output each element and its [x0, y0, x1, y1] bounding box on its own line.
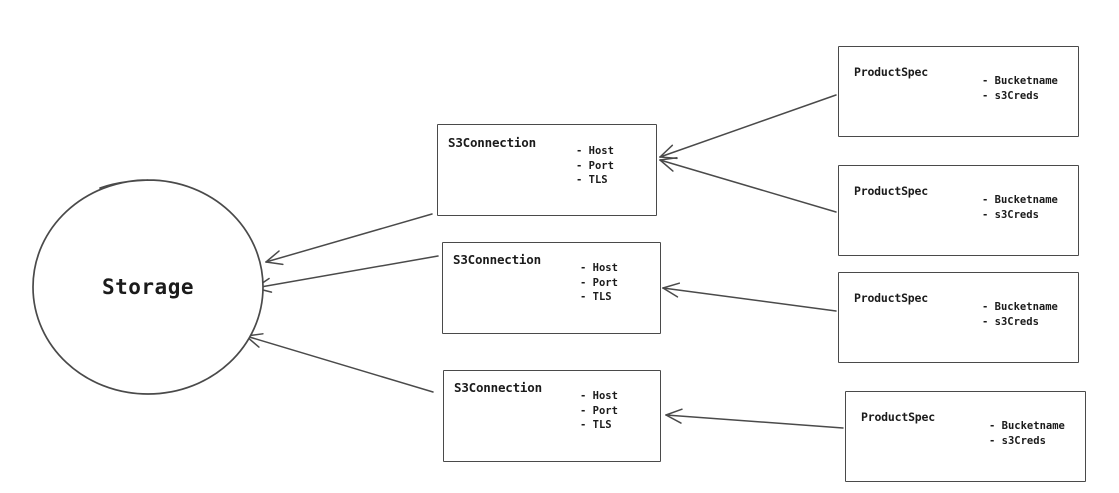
node-product-spec-3-title: ProductSpec — [854, 291, 928, 305]
node-s3-connection-1[interactable]: S3Connection - Host - Port - TLS — [437, 124, 657, 216]
productspec-1-to-s3connection-1 — [659, 94, 837, 160]
attr-item: - Host — [580, 262, 618, 274]
attr-item: - TLS — [580, 291, 612, 303]
node-s3-connection-2-title: S3Connection — [453, 252, 541, 267]
attr-item: - TLS — [580, 419, 612, 431]
node-product-spec-4[interactable]: ProductSpec - Bucketname - s3Creds — [845, 391, 1086, 482]
node-s3-connection-1-attrs: - Host - Port - TLS — [576, 144, 614, 188]
node-product-spec-2[interactable]: ProductSpec - Bucketname - s3Creds — [838, 165, 1079, 256]
s3connection-1-to-storage — [265, 213, 433, 266]
s3connection-3-to-storage — [245, 333, 434, 393]
node-product-spec-2-title: ProductSpec — [854, 184, 928, 198]
attr-item: - s3Creds — [982, 315, 1039, 328]
node-product-spec-4-title: ProductSpec — [861, 410, 935, 424]
node-s3-connection-3[interactable]: S3Connection - Host - Port - TLS — [443, 370, 661, 462]
attr-item: - Host — [580, 390, 618, 402]
attr-item: - Port — [580, 276, 618, 289]
attr-item: - Bucketname — [982, 301, 1058, 313]
node-product-spec-1-attrs: - Bucketname - s3Creds — [982, 74, 1058, 103]
node-storage-label: Storage — [101, 275, 194, 299]
attr-item: - s3Creds — [982, 89, 1039, 102]
attr-item: - Port — [576, 159, 614, 172]
attr-item: - TLS — [576, 174, 608, 186]
node-s3-connection-2[interactable]: S3Connection - Host - Port - TLS — [442, 242, 661, 334]
node-product-spec-2-attrs: - Bucketname - s3Creds — [982, 193, 1058, 222]
attr-item: - Bucketname — [982, 194, 1058, 206]
attr-item: - Bucketname — [982, 75, 1058, 87]
attr-item: - Port — [580, 404, 618, 417]
s3connection-2-to-storage — [254, 255, 439, 293]
attr-item: - s3Creds — [989, 434, 1046, 447]
node-storage[interactable]: Storage — [30, 177, 266, 397]
node-product-spec-1[interactable]: ProductSpec - Bucketname - s3Creds — [838, 46, 1079, 137]
node-product-spec-3[interactable]: ProductSpec - Bucketname - s3Creds — [838, 272, 1079, 363]
attr-item: - Bucketname — [989, 420, 1065, 432]
storage-circle-shape — [32, 179, 264, 395]
node-s3-connection-2-attrs: - Host - Port - TLS — [580, 261, 618, 305]
productspec-4-to-s3connection-3 — [665, 408, 844, 429]
node-product-spec-3-attrs: - Bucketname - s3Creds — [982, 300, 1058, 329]
node-product-spec-4-attrs: - Bucketname - s3Creds — [989, 419, 1065, 448]
node-s3-connection-3-title: S3Connection — [454, 380, 542, 395]
node-s3-connection-3-attrs: - Host - Port - TLS — [580, 389, 618, 433]
productspec-2-to-s3connection-1 — [659, 157, 837, 213]
attr-item: - Host — [576, 145, 614, 157]
node-s3-connection-1-title: S3Connection — [448, 135, 536, 150]
attr-item: - s3Creds — [982, 208, 1039, 221]
productspec-3-to-s3connection-2 — [662, 282, 837, 312]
node-product-spec-1-title: ProductSpec — [854, 65, 928, 79]
